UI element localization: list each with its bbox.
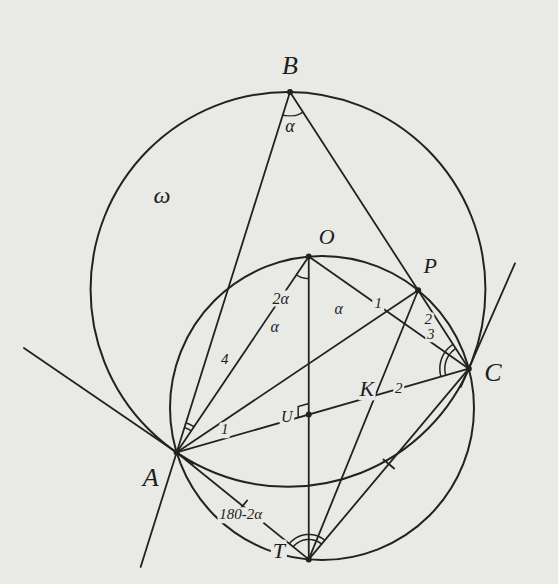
point-label: A <box>141 465 161 492</box>
chord <box>177 257 309 453</box>
angle-label: α <box>283 117 296 136</box>
angle-label: 180-2α <box>217 508 264 524</box>
circle-label: ω <box>152 183 173 208</box>
tangent-line <box>24 348 193 464</box>
point-dot <box>306 254 312 260</box>
chord <box>308 257 310 560</box>
angle-label: α <box>333 300 345 317</box>
angle-label: α <box>269 318 281 335</box>
circle-omega <box>91 92 486 487</box>
angle-arc <box>296 275 308 279</box>
point-dot <box>466 366 472 372</box>
chord <box>177 290 419 452</box>
tangent-line <box>461 263 515 387</box>
angle-arc <box>283 112 303 116</box>
point-label: P <box>421 255 438 278</box>
angle-number: 1 <box>372 296 384 312</box>
point-label: K <box>357 377 376 400</box>
point-label: T <box>271 540 287 563</box>
angle-arc <box>445 349 456 376</box>
point-label: O <box>317 225 337 248</box>
angle-number: 3 <box>425 327 437 343</box>
angle-number: 4 <box>219 353 231 369</box>
line-ba <box>141 92 290 567</box>
angle-arc <box>293 539 321 546</box>
small-circle <box>170 256 474 560</box>
angle-arc <box>186 423 194 427</box>
point-label: B <box>280 52 300 79</box>
equal-tick <box>383 460 394 469</box>
chord <box>177 452 309 559</box>
point-label: U <box>279 408 295 425</box>
angle-number: 2 <box>422 312 434 328</box>
point-dot <box>415 287 421 293</box>
chord <box>309 369 469 560</box>
point-label: C <box>482 359 503 386</box>
angle-label: 2α <box>271 290 291 307</box>
angle-number: 1 <box>219 423 231 439</box>
point-dot <box>306 412 312 418</box>
line-bc <box>290 92 469 369</box>
chord <box>177 369 469 453</box>
angle-number: 2 <box>393 381 405 397</box>
point-dot <box>174 449 180 455</box>
point-dot <box>287 89 293 95</box>
angle-arc <box>289 534 324 543</box>
angle-arc <box>440 344 453 376</box>
point-dot <box>306 556 312 562</box>
chord <box>309 290 418 559</box>
angle-arc <box>184 428 191 431</box>
